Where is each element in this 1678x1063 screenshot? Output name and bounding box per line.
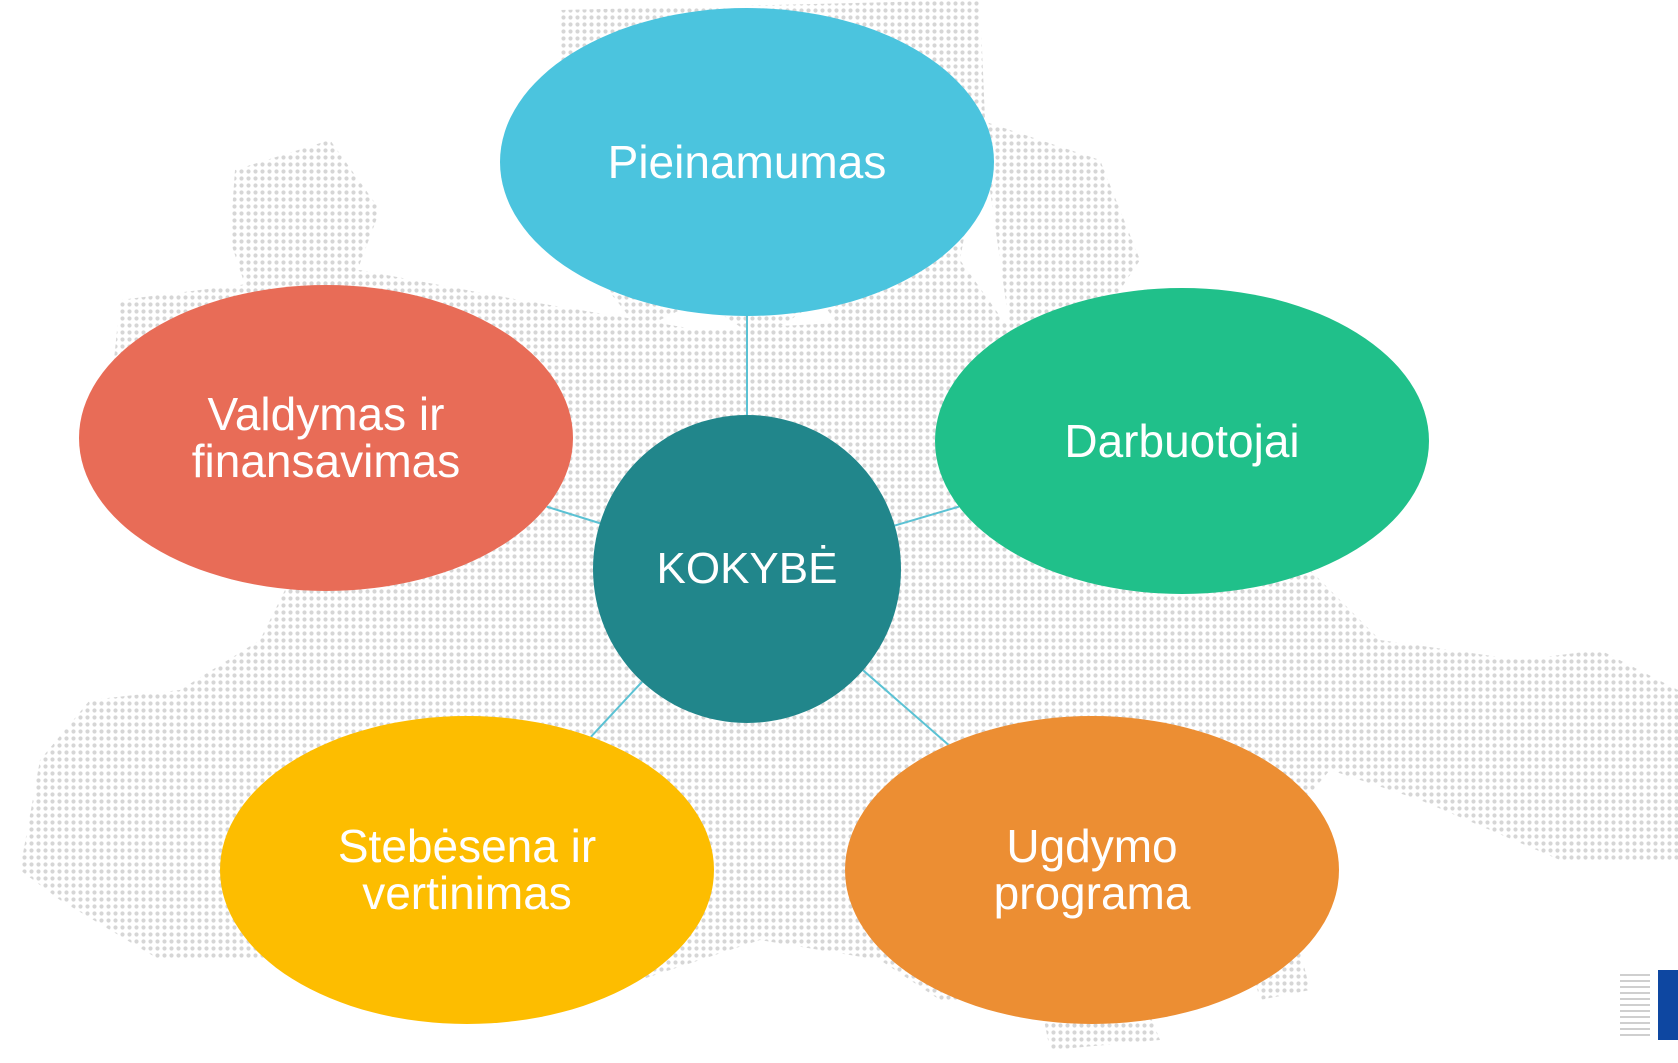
connector-bottom-left <box>590 681 643 738</box>
node-stebesena-label: Stebėsena ir vertinimas <box>337 820 597 919</box>
node-darbuotojai-label: Darbuotojai <box>1064 414 1300 467</box>
node-darbuotojai: Darbuotojai <box>935 288 1429 594</box>
node-ugdymo-label: Ugdymo programa <box>993 820 1191 919</box>
node-kokybe-label: KOKYBĖ <box>656 543 838 593</box>
connector-bottom-right <box>862 669 950 746</box>
node-kokybe-center: KOKYBĖ <box>593 415 901 723</box>
node-valdymas-ir-finansavimas: Valdymas ir finansavimas <box>79 285 573 591</box>
node-stebesena-ir-vertinimas: Stebėsena ir vertinimas <box>220 716 714 1024</box>
connector-right <box>894 505 960 527</box>
node-pieinamumas-label: Pieinamumas <box>607 135 887 188</box>
node-pieinamumas: Pieinamumas <box>500 8 994 316</box>
node-valdymas-label: Valdymas ir finansavimas <box>191 388 461 487</box>
european-commission-logo <box>1620 970 1678 1040</box>
connector-left <box>546 505 601 525</box>
node-ugdymo-programa: Ugdymo programa <box>845 716 1339 1024</box>
